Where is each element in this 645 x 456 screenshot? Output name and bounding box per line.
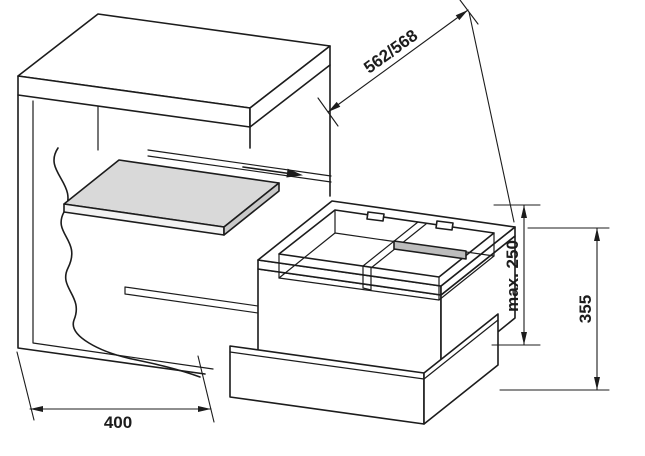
- dimension-max-height: max. 250: [491, 204, 541, 346]
- arrow-head-icon: [286, 168, 303, 178]
- rail-lines: [147, 149, 332, 183]
- shelf-side-edge: [223, 182, 280, 236]
- worktop: [17, 13, 331, 128]
- extension-line: [468, 11, 515, 223]
- depth-dimension-label: 562/568: [360, 26, 421, 77]
- rim-clip-right: [435, 220, 454, 231]
- arrowhead-icon: [455, 10, 468, 21]
- pull-out-shelf: [63, 159, 280, 236]
- extension-tick: [459, 0, 479, 25]
- waste-bin-unit: [257, 200, 516, 379]
- extension-line: [499, 227, 610, 391]
- cabinet-left-and-bottom-edge: [17, 94, 206, 375]
- slide-rail: [147, 149, 332, 183]
- arrow-shaft: [242, 166, 290, 175]
- pull-direction-arrow: [242, 166, 303, 178]
- arrowhead-icon: [198, 406, 211, 412]
- bin-handle: [393, 240, 467, 260]
- dimension-width: 400: [16, 351, 215, 432]
- pull-out-frame: [229, 313, 499, 425]
- dimension-depth: 562/568: [317, 0, 515, 223]
- bin-inner-corners: [278, 209, 495, 301]
- height-dimension-label: 355: [576, 295, 595, 323]
- extension-line: [16, 351, 215, 423]
- cabinet-outline: [17, 64, 331, 375]
- arrowhead-icon: [594, 377, 600, 390]
- arrowhead-icon: [30, 406, 43, 412]
- extension-line: [491, 204, 541, 346]
- cabinet-interior: [32, 35, 301, 378]
- dimension-line: [327, 9, 469, 113]
- frame-inner-edge: [229, 319, 499, 380]
- dimension-height: 355: [499, 227, 610, 391]
- power-cord: [53, 147, 201, 378]
- arrowhead-icon: [521, 332, 527, 345]
- rim-clip-left: [366, 211, 385, 222]
- arrowhead-icon: [594, 228, 600, 241]
- arrowhead-icon: [521, 205, 527, 218]
- arrowhead-icon: [328, 101, 341, 112]
- max-height-dimension-label: max. 250: [503, 240, 522, 312]
- frame-side-face: [423, 313, 499, 425]
- cabinet-left-panel-inner: [32, 100, 214, 370]
- width-dimension-label: 400: [104, 413, 132, 432]
